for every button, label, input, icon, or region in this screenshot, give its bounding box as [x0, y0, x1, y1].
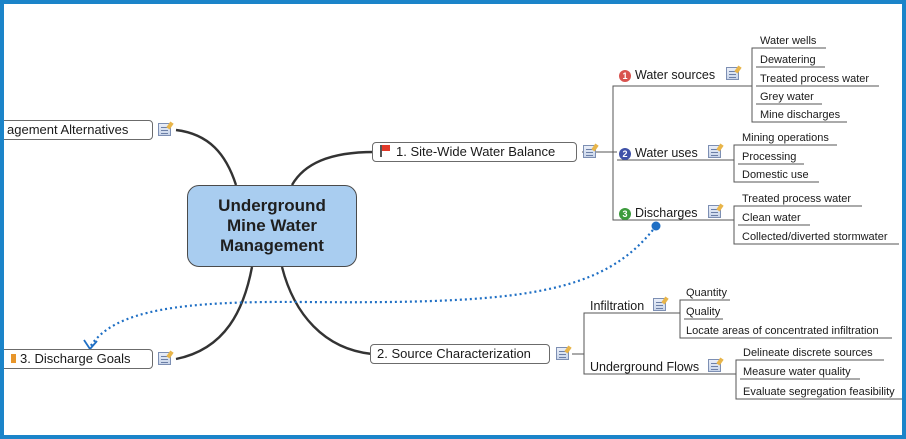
priority-3-icon: 3	[619, 208, 631, 220]
leaf-measure-water-quality[interactable]: Measure water quality	[743, 366, 851, 378]
leaf-clean-water[interactable]: Clean water	[742, 212, 801, 224]
note-icon[interactable]	[556, 347, 569, 360]
note-icon[interactable]	[158, 352, 171, 365]
subtopic-water-sources[interactable]: 1 Water sources	[619, 67, 715, 83]
leaf-treated-process-water[interactable]: Treated process water	[760, 73, 870, 85]
leaf-processing[interactable]: Processing	[742, 151, 797, 163]
orange-flag-icon	[11, 354, 16, 363]
note-icon[interactable]	[726, 67, 739, 80]
note-icon[interactable]	[708, 145, 721, 158]
connector-site-wide	[290, 150, 375, 186]
topic-source-characterization[interactable]: 2. Source Characterization	[370, 344, 550, 364]
note-icon[interactable]	[158, 123, 171, 136]
leaf-evaluate-segregation-feasibility[interactable]: Evaluate segregation feasibility	[743, 386, 895, 398]
subtopic-infiltration[interactable]: Infiltration	[590, 299, 645, 313]
topic-label: 2. Source Characterization	[377, 346, 531, 361]
topic-label: 3. Discharge Goals	[20, 351, 131, 366]
note-icon[interactable]	[583, 145, 596, 158]
connector-layer	[83, 47, 902, 400]
relationship-start-dot	[651, 221, 661, 231]
note-icon[interactable]	[708, 359, 721, 372]
leaf-mining-operations[interactable]: Mining operations	[742, 132, 829, 144]
leaf-quantity[interactable]: Quantity	[686, 287, 727, 299]
central-topic[interactable]: Underground Mine Water Management	[187, 185, 357, 267]
leaf-water-wells[interactable]: Water wells	[760, 35, 817, 47]
connector-source-char	[280, 266, 373, 356]
leaf-mine-discharges[interactable]: Mine discharges	[760, 109, 841, 121]
subtopic-label: Water sources	[635, 68, 716, 82]
leaf-domestic-use[interactable]: Domestic use	[742, 169, 809, 181]
subtopic-label: Discharges	[635, 206, 698, 220]
connector-alternatives	[175, 128, 238, 186]
leaf-delineate-discrete-sources[interactable]: Delineate discrete sources	[743, 347, 873, 359]
priority-2-icon: 2	[619, 148, 631, 160]
leaf-dewatering[interactable]: Dewatering	[760, 54, 816, 66]
central-line-1: Underground	[218, 196, 326, 215]
topic-discharge-goals[interactable]: 3. Discharge Goals	[4, 349, 153, 369]
leaf-locate-concentrated-infiltration[interactable]: Locate areas of concentrated infiltratio…	[686, 325, 879, 337]
note-icon[interactable]	[708, 205, 721, 218]
topic-management-alternatives[interactable]: agement Alternatives	[4, 120, 153, 140]
leaf-grey-water[interactable]: Grey water	[760, 91, 814, 103]
topic-site-wide-water-balance[interactable]: 1. Site-Wide Water Balance	[372, 142, 577, 162]
topic-label: 1. Site-Wide Water Balance	[396, 144, 556, 159]
red-flag-icon	[379, 145, 391, 157]
connector-discharge-goals	[175, 266, 254, 361]
priority-1-icon: 1	[619, 70, 631, 82]
subtopic-label: Water uses	[635, 146, 698, 160]
subtopic-water-uses[interactable]: 2 Water uses	[619, 145, 698, 161]
subtopic-discharges[interactable]: 3 Discharges	[619, 205, 698, 221]
topic-label: agement Alternatives	[7, 122, 129, 137]
relationship-connector	[89, 225, 657, 348]
note-icon[interactable]	[653, 298, 666, 311]
leaf-treated-process-water-discharge[interactable]: Treated process water	[742, 193, 852, 205]
leaf-quality[interactable]: Quality	[686, 306, 721, 318]
central-line-2: Mine Water	[226, 216, 318, 235]
central-line-3: Management	[220, 236, 324, 255]
subtopic-underground-flows[interactable]: Underground Flows	[590, 360, 700, 374]
leaf-collected-diverted-stormwater[interactable]: Collected/diverted stormwater	[742, 231, 888, 243]
